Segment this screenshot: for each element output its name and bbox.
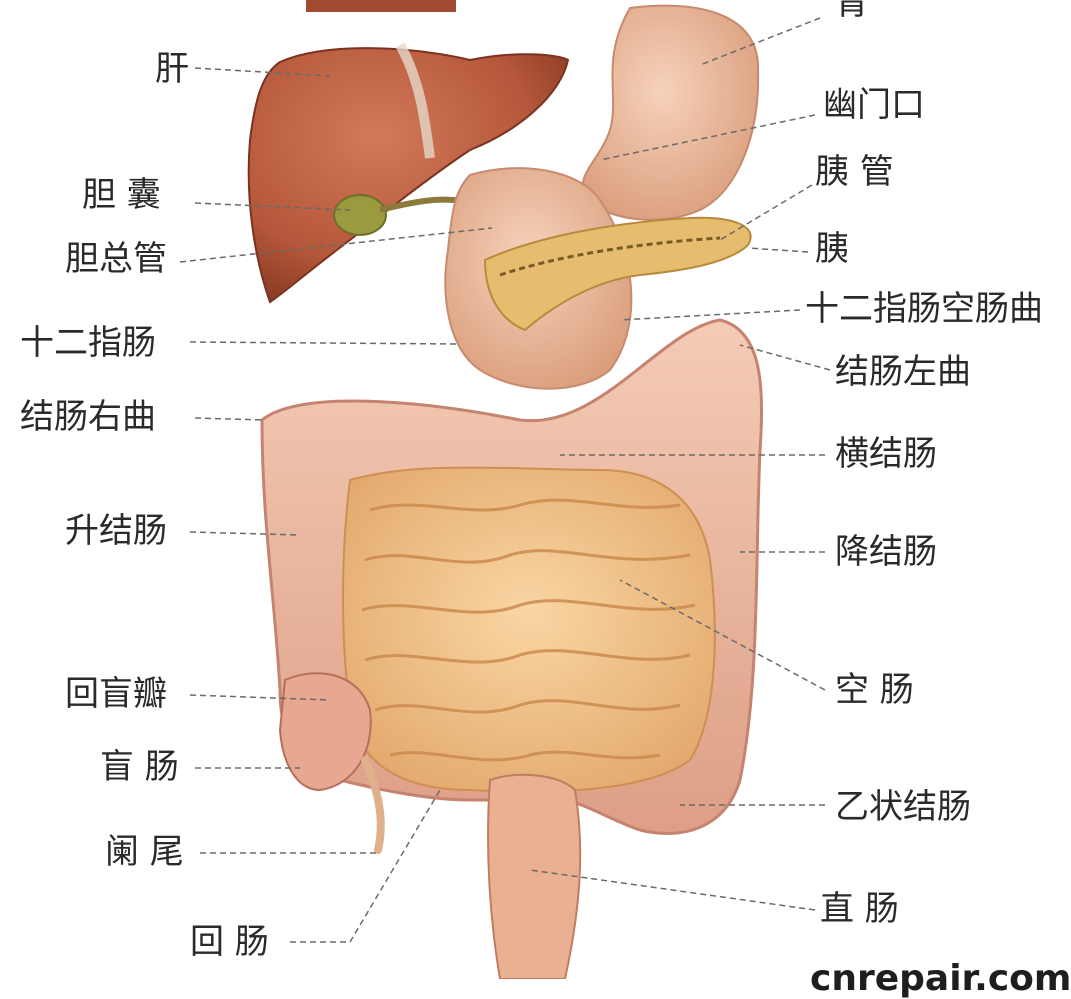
- label-left-colic-flexure: 结肠左曲: [835, 355, 971, 389]
- stomach-shape: [583, 6, 758, 220]
- label-rectum: 直 肠: [820, 892, 899, 926]
- label-sigmoid-colon: 乙状结肠: [835, 790, 971, 824]
- rectum-shape: [488, 775, 580, 979]
- label-appendix: 阑 尾: [105, 835, 184, 869]
- label-ascending-colon: 升结肠: [65, 514, 167, 548]
- esophagus-remnant: [306, 0, 456, 12]
- label-gallbladder: 胆 囊: [82, 178, 161, 212]
- label-right-colic-flexure: 结肠右曲: [20, 400, 156, 434]
- label-pancreas: 胰: [815, 232, 849, 266]
- label-pancreatic-duct: 胰 管: [815, 155, 894, 189]
- label-duodenojejunal-flexure: 十二指肠空肠曲: [805, 292, 1043, 326]
- label-liver: 肝: [155, 52, 189, 86]
- label-pylorus: 幽门口: [823, 88, 925, 122]
- label-transverse-colon: 横结肠: [835, 437, 937, 471]
- label-common-bile-duct: 胆总管: [65, 242, 167, 276]
- label-stomach: 胃: [835, 0, 869, 20]
- label-descending-colon: 降结肠: [835, 535, 937, 569]
- label-ileum: 回 肠: [190, 925, 269, 959]
- gallbladder-shape: [334, 195, 386, 235]
- label-cecum: 盲 肠: [100, 750, 179, 784]
- label-jejunum: 空 肠: [835, 673, 914, 707]
- small-intestine-shape: [343, 468, 715, 792]
- label-ileocecal-valve: 回盲瓣: [65, 677, 167, 711]
- label-duodenum: 十二指肠: [20, 326, 156, 360]
